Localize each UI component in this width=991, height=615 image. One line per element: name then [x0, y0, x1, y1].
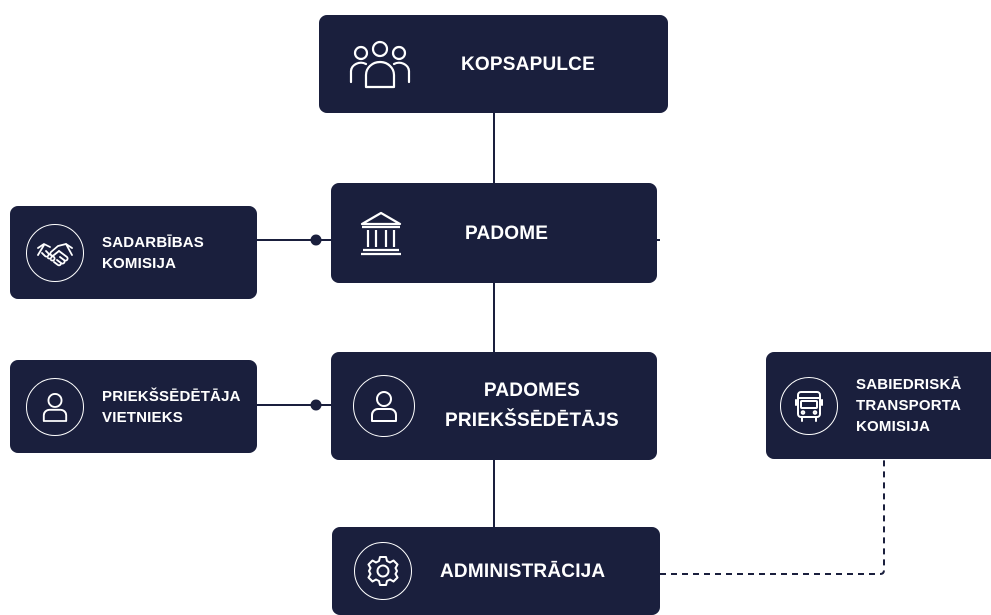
bus-icon: [780, 376, 838, 435]
node-sadarbibas-komisija[interactable]: SADARBĪBAS KOMISIJA: [10, 206, 257, 299]
node-sadarbibas-line2: KOMISIJA: [102, 254, 177, 272]
node-administracija-label: ADMINISTRĀCIJA: [440, 560, 606, 582]
handshake-icon: [26, 223, 84, 282]
connector-administracija-transporta: [660, 459, 885, 575]
node-sadarbibas-line1: SADARBĪBAS: [102, 233, 205, 251]
gear-icon: [354, 542, 412, 600]
node-kopsapulce[interactable]: KOPSAPULCE: [319, 15, 668, 113]
user-icon: [26, 377, 84, 436]
node-transporta-line2: TRANSPORTA: [856, 397, 962, 414]
node-administracija[interactable]: ADMINISTRĀCIJA: [332, 527, 660, 615]
node-vietnieks-line2: VIETNIEKS: [102, 408, 183, 426]
node-kopsapulce-label: KOPSAPULCE: [461, 53, 595, 75]
node-transporta-label: SABIEDRISKĀ TRANSPORTA KOMISIJA: [856, 374, 962, 437]
node-sadarbibas-label: SADARBĪBAS KOMISIJA: [102, 232, 204, 274]
node-priekssedetajs-label: PADOMES PRIEKŠSĒDĒTĀJS: [445, 376, 619, 436]
node-priekssedetajs-line1: PADOMES: [483, 380, 580, 401]
node-sabiedriska-transporta-komisija[interactable]: SABIEDRISKĀ TRANSPORTA KOMISIJA: [766, 352, 991, 459]
user-icon: [353, 375, 415, 437]
node-padome-label: PADOME: [465, 222, 549, 244]
node-padomes-priekssedetajs[interactable]: PADOMES PRIEKŠSĒDĒTĀJS: [331, 352, 657, 460]
node-padome[interactable]: PADOME: [331, 183, 657, 283]
node-priekssedetajs-line2: PRIEKŠSĒDĒTĀJS: [445, 410, 619, 431]
node-vietnieks-label: PRIEKŠSĒDĒTĀJA VIETNIEKS: [102, 386, 241, 428]
node-transporta-line1: SABIEDRISKĀ: [856, 376, 962, 393]
node-priekssedetaja-vietnieks[interactable]: PRIEKŠSĒDĒTĀJA VIETNIEKS: [10, 360, 257, 453]
connector-dot-sadarbibas: [310, 234, 322, 246]
people-group-icon: [347, 36, 413, 92]
institution-building-icon: [359, 208, 403, 258]
node-transporta-line3: KOMISIJA: [856, 418, 931, 435]
node-vietnieks-line1: PRIEKŠSĒDĒTĀJA: [102, 387, 241, 405]
connector-dot-vietnieks: [310, 399, 322, 411]
